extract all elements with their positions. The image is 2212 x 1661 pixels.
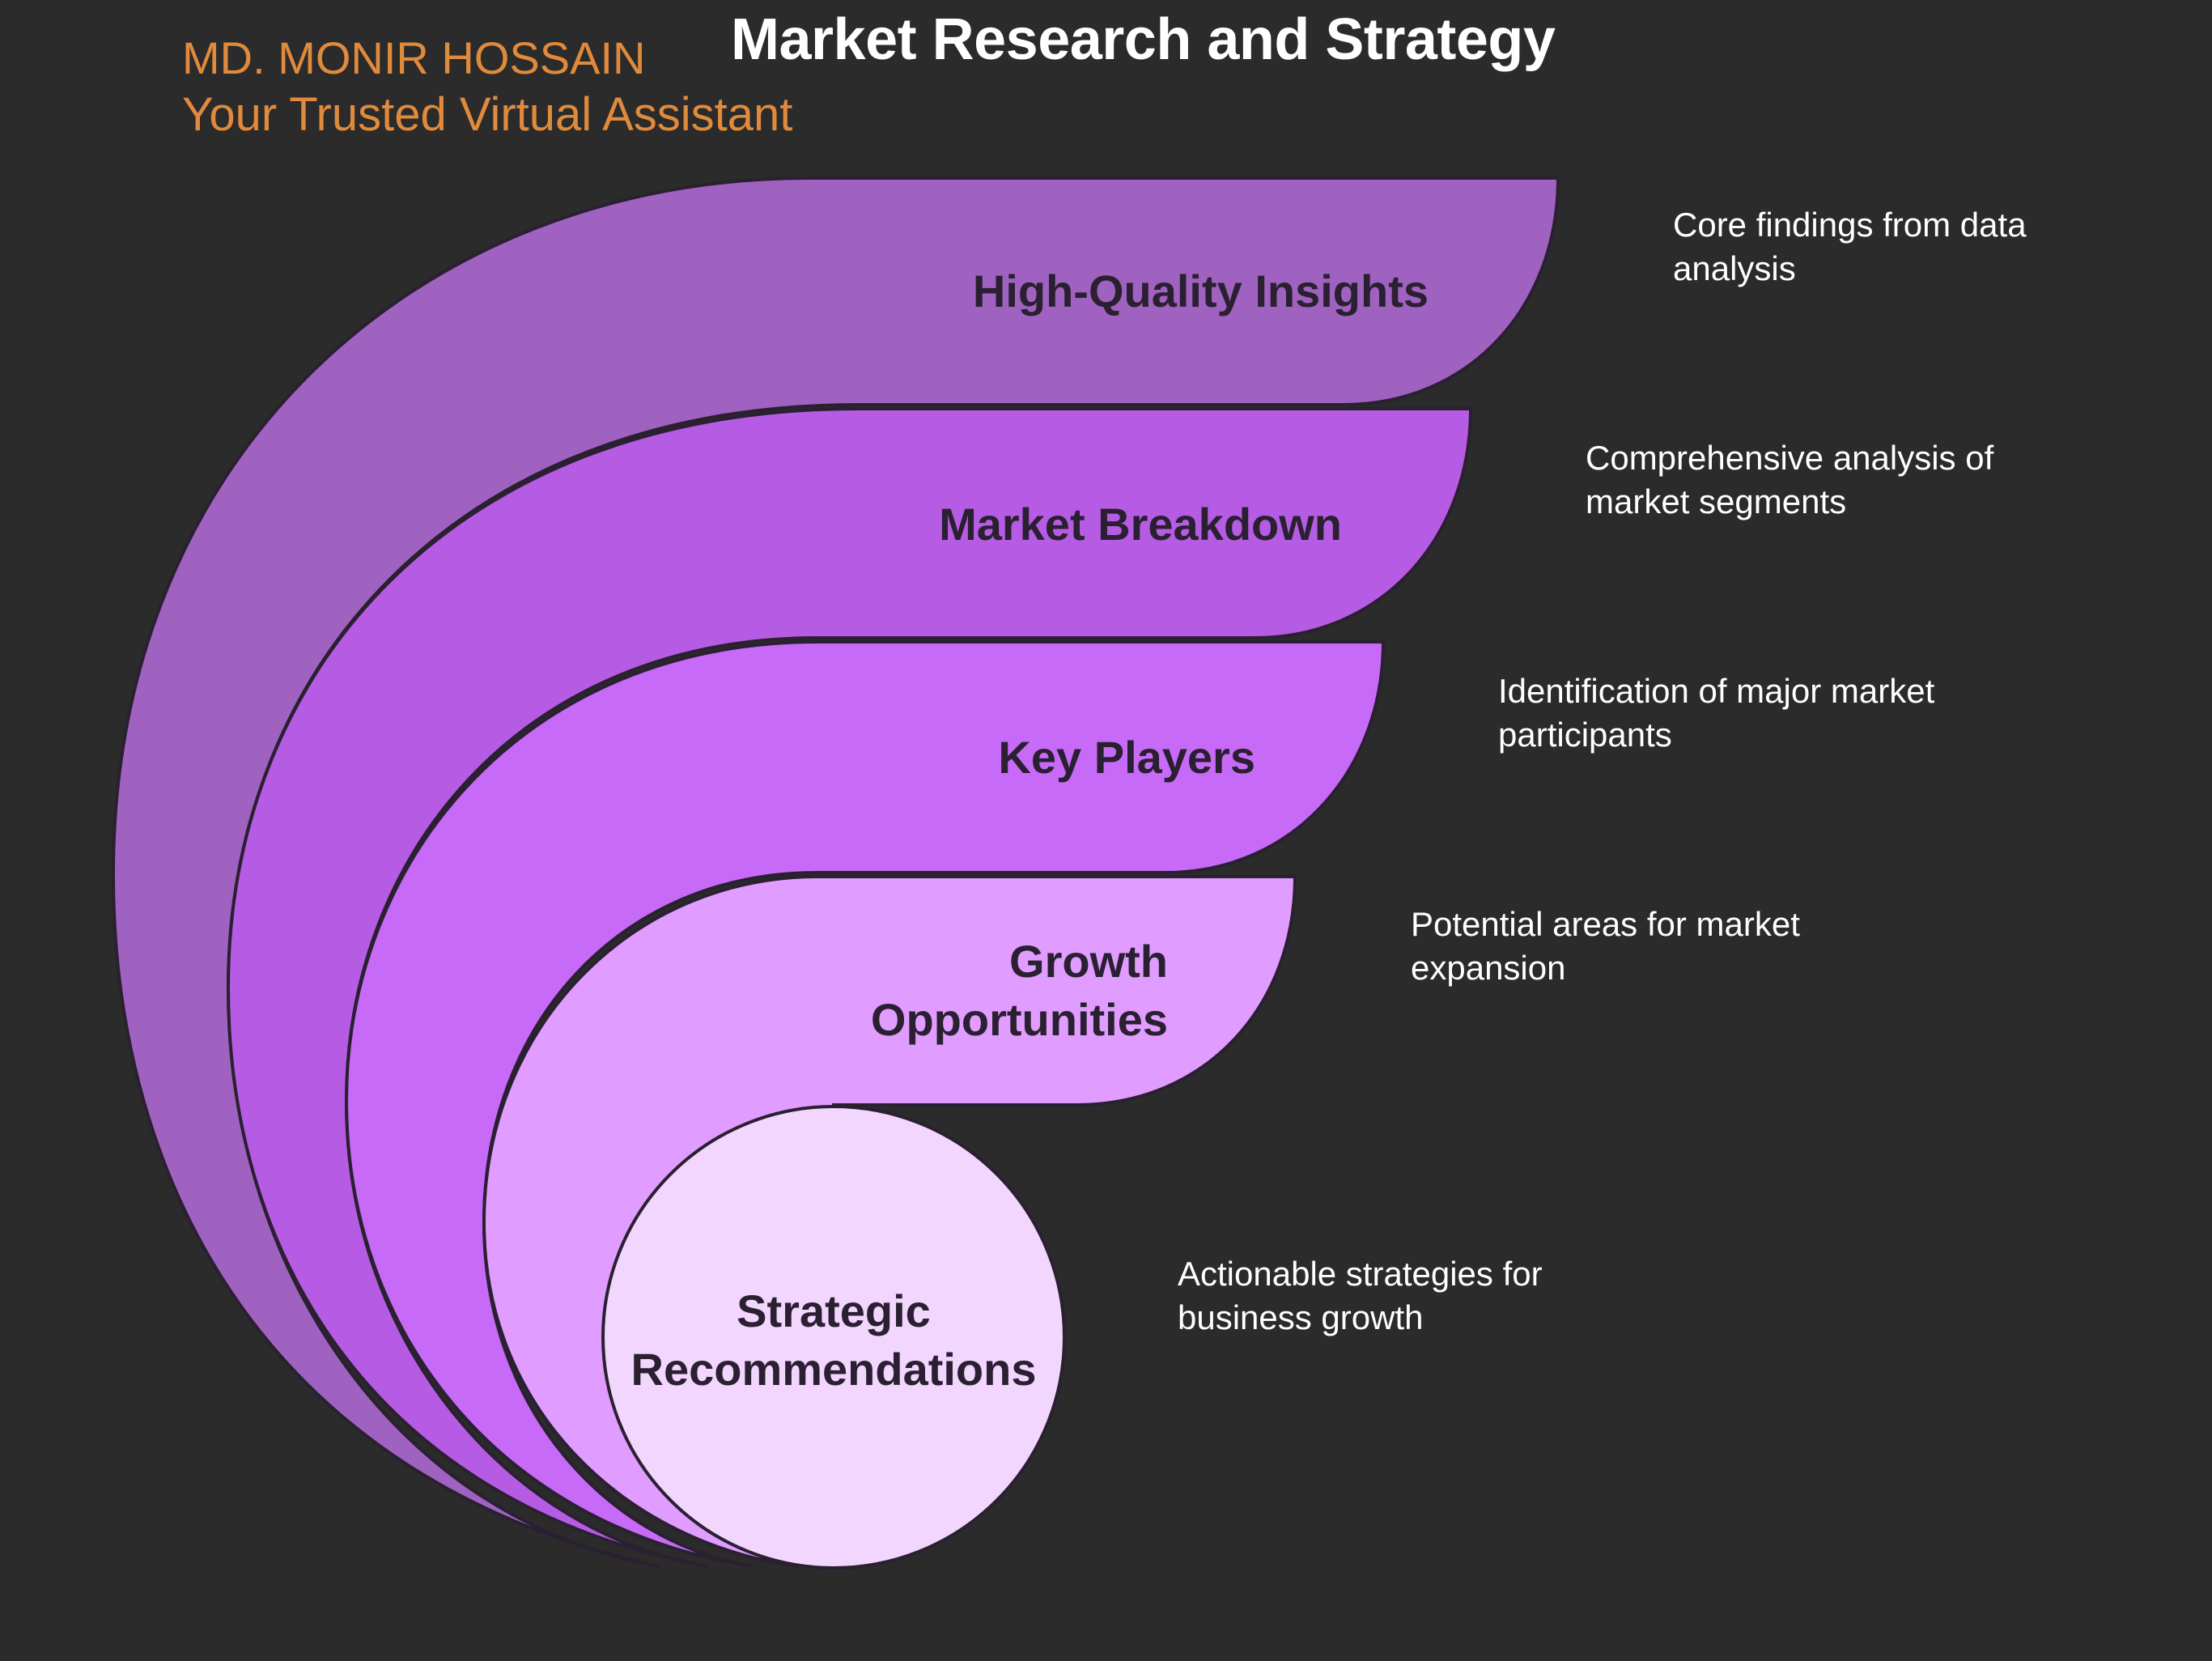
description-strategic-recommendations: Actionable strategies for business growt… <box>1178 1255 1543 1336</box>
layer-label-market-breakdown: Market Breakdown <box>939 499 1342 550</box>
center-circle-strategic-recommendations <box>601 1105 1066 1570</box>
author-name: MD. MONIR HOSSAIN <box>182 32 646 83</box>
center-label-strategic-recommendations: Strategic Recommendations <box>630 1285 1037 1395</box>
description-key-players: Identification of major market participa… <box>1498 672 1935 754</box>
description-market-breakdown: Comprehensive analysis of market segment… <box>1586 439 1994 520</box>
layer-label-growth-opportunities: Growth Opportunities <box>870 936 1168 1045</box>
description-high-quality-insights: Core findings from data analysis <box>1673 206 2027 287</box>
author-tagline: Your Trusted Virtual Assistant <box>182 88 793 141</box>
page-title: Market Research and Strategy <box>731 7 1556 72</box>
description-growth-opportunities: Potential areas for market expansion <box>1411 905 1800 987</box>
layer-label-high-quality-insights: High-Quality Insights <box>972 266 1429 316</box>
layer-label-key-players: Key Players <box>998 732 1255 783</box>
